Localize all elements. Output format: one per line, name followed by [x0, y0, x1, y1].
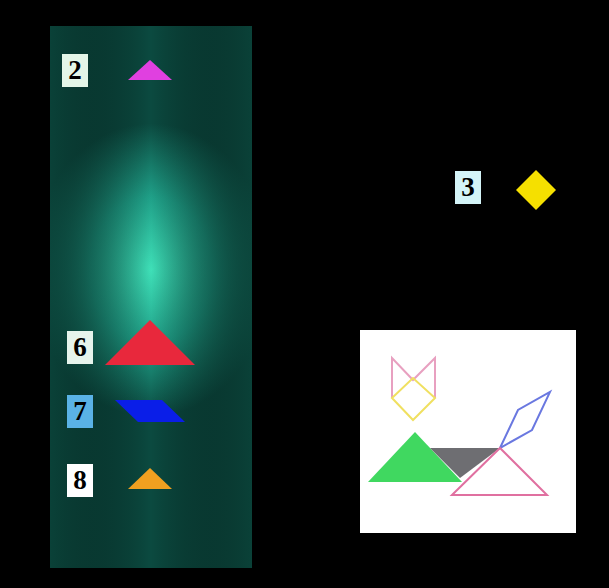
- number-tag: 3: [455, 171, 481, 204]
- callout-number: 7: [73, 398, 87, 425]
- number-tag: 6: [67, 331, 93, 364]
- red-triangle: [105, 320, 195, 365]
- callout-number: 6: [73, 334, 87, 361]
- number-tag: 2: [62, 54, 88, 87]
- number-tag: 8: [67, 464, 93, 497]
- callout-number: 8: [73, 467, 87, 494]
- callout-number: 3: [461, 174, 475, 201]
- blue-parallelogram: [115, 400, 185, 422]
- number-tag: 7: [67, 395, 93, 428]
- panel-shade: [50, 26, 252, 568]
- target-board: [360, 330, 576, 533]
- gray-triangle: [430, 448, 500, 478]
- orange-triangle: [128, 468, 172, 489]
- tail-outline: [500, 392, 550, 448]
- body-outline: [452, 448, 547, 495]
- piece-panel: [50, 26, 252, 568]
- magenta-triangle: [128, 60, 172, 80]
- callout-number: 2: [68, 57, 82, 84]
- head-outline: [392, 378, 435, 420]
- yellow-square: [516, 170, 556, 210]
